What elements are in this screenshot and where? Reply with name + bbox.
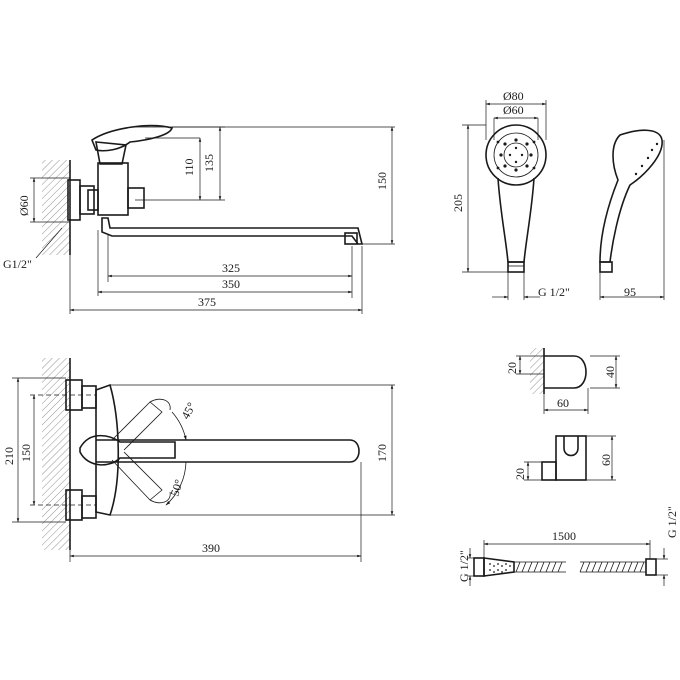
dim-350: 350 xyxy=(222,277,240,291)
shower-side xyxy=(599,129,663,263)
wall-holder: 20 40 60 xyxy=(505,348,620,414)
dim-205: 205 xyxy=(451,194,465,212)
dim-135: 135 xyxy=(202,154,216,172)
dim-390: 390 xyxy=(202,541,220,555)
dim-d80: Ø80 xyxy=(503,89,524,103)
dim-bracket-60: 60 xyxy=(599,454,613,466)
label-g12-shower: G 1/2" xyxy=(538,285,570,299)
dim-110: 110 xyxy=(182,158,196,176)
hand-shower: Ø80 Ø60 205 G 1/2" 95 xyxy=(451,89,665,300)
shower-head xyxy=(485,124,547,186)
hose: 1500 G 1/2" G 1/2" xyxy=(457,506,679,586)
dim-210: 210 xyxy=(2,447,16,465)
dim-1500: 1500 xyxy=(552,529,576,543)
spout xyxy=(101,217,364,245)
top-view: 45° 50° 210 150 170 390 xyxy=(2,358,395,562)
dim-d60-head: Ø60 xyxy=(503,103,524,117)
dim-325: 325 xyxy=(222,261,240,275)
dim-d60: Ø60 xyxy=(17,195,31,216)
bracket: 20 60 xyxy=(513,435,616,481)
spout-top xyxy=(96,439,360,463)
dim-holder-60: 60 xyxy=(557,396,569,410)
wall-hatch xyxy=(42,160,70,255)
angle-50: 50° xyxy=(168,477,187,497)
dim-375: 375 xyxy=(198,295,216,309)
dim-150-b: 150 xyxy=(19,444,33,462)
mixer-body xyxy=(97,162,129,216)
dim-holder-20: 20 xyxy=(505,362,519,374)
angle-45: 45° xyxy=(178,400,198,422)
dim-holder-40: 40 xyxy=(603,366,617,378)
dim-95: 95 xyxy=(624,285,636,299)
dim-150: 150 xyxy=(375,172,389,190)
side-view: 110 135 150 Ø60 G1/2" 325 350 375 xyxy=(3,124,395,314)
label-hose-g12-left: G 1/2" xyxy=(457,550,471,582)
dim-170: 170 xyxy=(375,444,389,462)
label-hose-g12-right: G 1/2" xyxy=(665,506,679,538)
dim-bracket-20: 20 xyxy=(513,468,527,480)
label-g12: G1/2" xyxy=(3,257,32,271)
lever xyxy=(91,124,173,152)
